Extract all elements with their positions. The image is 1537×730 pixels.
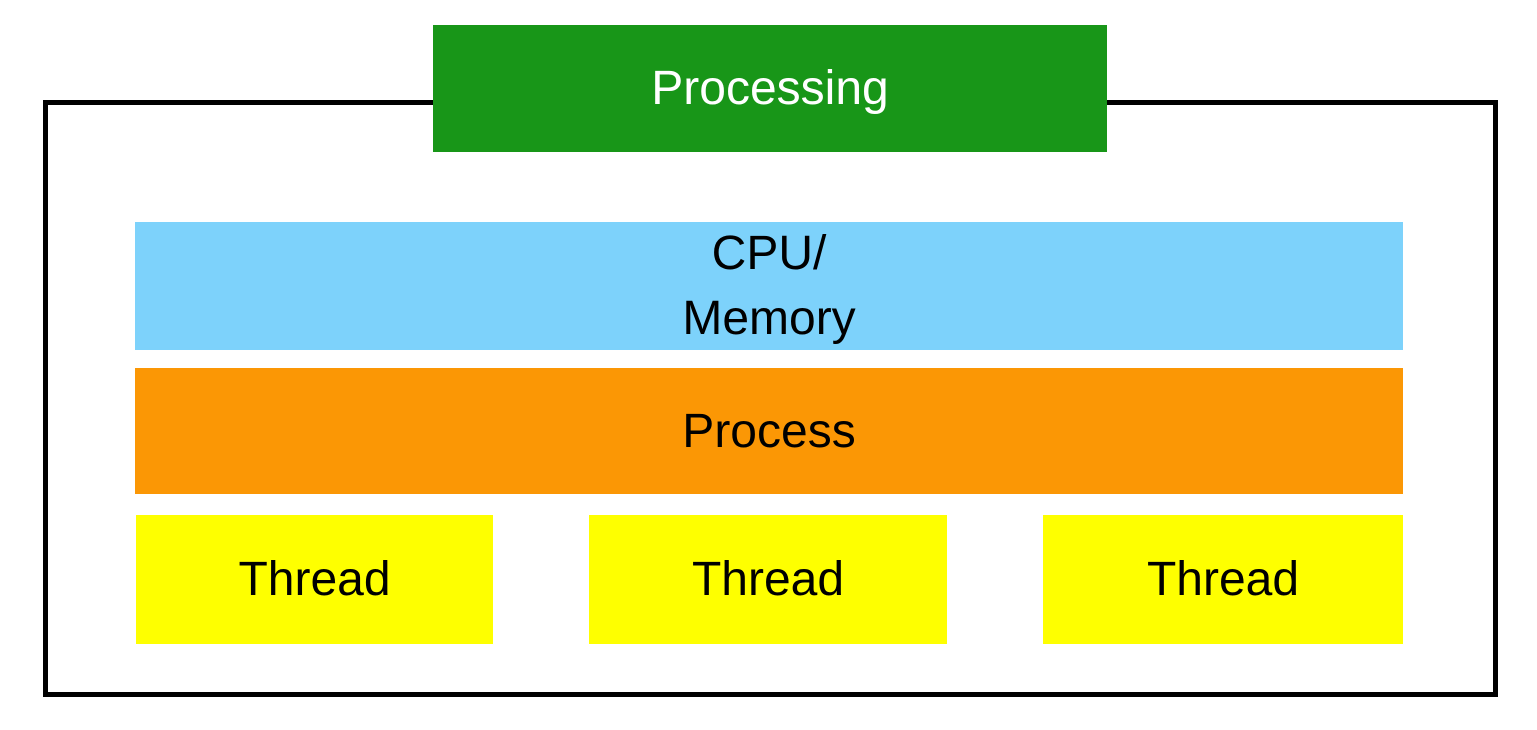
cpu-memory-label-line2: Memory (682, 292, 856, 345)
cpu-memory-box: CPU/ Memory (135, 222, 1403, 350)
thread-box-1: Thread (136, 515, 493, 644)
thread-box-2: Thread (589, 515, 947, 644)
thread-label-3: Thread (1146, 553, 1300, 606)
process-label: Process (682, 404, 856, 458)
thread-label-2: Thread (691, 553, 845, 606)
cpu-memory-label-line1: CPU/ (711, 227, 827, 280)
thread-box-3: Thread (1043, 515, 1403, 644)
processing-box: Processing (433, 25, 1107, 152)
thread-label-1: Thread (238, 553, 391, 606)
processing-label: Processing (651, 62, 889, 115)
process-box: Process (135, 368, 1403, 494)
